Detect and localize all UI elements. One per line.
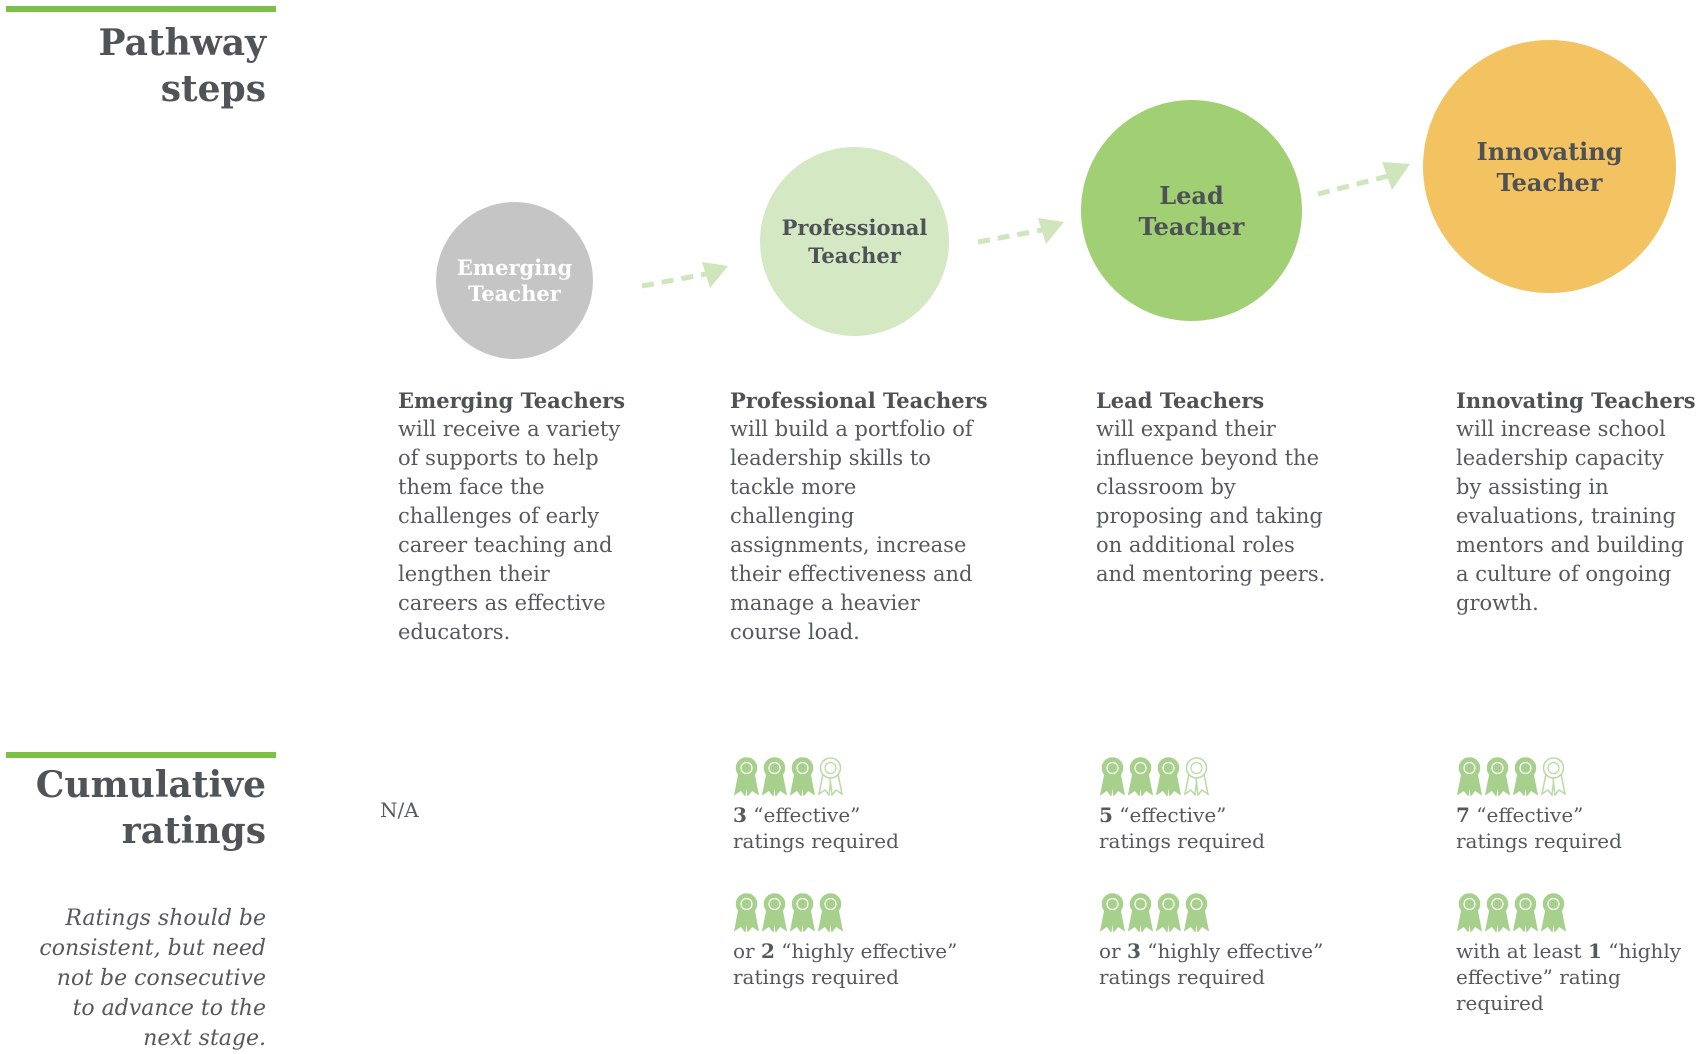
award-ribbon-icon (1127, 757, 1154, 796)
award-ribbon-icon (1183, 893, 1210, 932)
ribbon-icons (1456, 892, 1705, 932)
award-ribbon-icon (1484, 757, 1511, 796)
lead-rating-effective: 5 “effective” ratings required (1099, 756, 1265, 854)
ribbon-icons (733, 756, 899, 796)
award-ribbon-icon (761, 893, 788, 932)
ratings-rule (6, 752, 276, 758)
award-ribbon-icon (761, 757, 788, 796)
innovating-rating-effective: 7 “effective” ratings required (1456, 756, 1622, 854)
ribbon-icons (1456, 756, 1622, 796)
award-ribbon-icon (817, 893, 844, 932)
award-ribbon-icon (1512, 893, 1539, 932)
professional-teacher-circle: Professional Teacher (760, 147, 949, 336)
award-ribbon-icon (1155, 893, 1182, 932)
lead-rating-highly-effective: or 3 “highly effective” ratings required (1099, 892, 1323, 990)
award-ribbon-icon (1127, 893, 1154, 932)
professional-teachers-description: Professional Teachers will build a portf… (730, 388, 988, 644)
professional-rating-highly-effective: or 2 “highly effective” ratings required (733, 892, 957, 990)
description-title: Professional Teachers (730, 388, 988, 413)
award-ribbon-icon (733, 893, 760, 932)
arrow-icon (977, 218, 1064, 245)
arrow-icon (1317, 162, 1410, 197)
innovating-teacher-circle: Innovating Teacher (1423, 40, 1676, 293)
award-ribbon-icon (733, 757, 760, 796)
award-ribbon-icon (1099, 893, 1126, 932)
emerging-teacher-circle: Emerging Teacher (436, 202, 593, 359)
ribbon-icons (1099, 756, 1265, 796)
award-ribbon-icon (1456, 893, 1483, 932)
pathway-rule (6, 6, 276, 12)
award-ribbon-icon (789, 893, 816, 932)
emerging-teachers-description: Emerging Teachers will receive a variety… (398, 388, 626, 644)
ribbon-icons (733, 892, 957, 932)
award-ribbon-outline-icon (817, 757, 844, 796)
award-ribbon-icon (1484, 893, 1511, 932)
award-ribbon-icon (1099, 757, 1126, 796)
award-ribbon-icon (1155, 757, 1182, 796)
ratings-note: Ratings should be consistent, but need n… (39, 906, 266, 1051)
lead-teachers-description: Lead Teachers will expand their influenc… (1096, 388, 1326, 586)
professional-rating-effective: 3 “effective” ratings required (733, 756, 899, 854)
arrow-icon (641, 262, 728, 289)
award-ribbon-outline-icon (1183, 757, 1210, 796)
innovating-rating-highly-effective: with at least 1 “highly effective” ratin… (1456, 892, 1705, 1016)
innovating-teachers-description: Innovating Teachers will increase school… (1456, 388, 1696, 615)
lead-teacher-circle: Lead Teacher (1081, 100, 1302, 321)
ribbon-icons (1099, 892, 1323, 932)
cumulative-ratings-title: Cumulative ratings (35, 764, 266, 852)
award-ribbon-outline-icon (1540, 757, 1567, 796)
award-ribbon-icon (1456, 757, 1483, 796)
award-ribbon-icon (1512, 757, 1539, 796)
award-ribbon-icon (1540, 893, 1567, 932)
award-ribbon-icon (789, 757, 816, 796)
description-title: Innovating Teachers (1456, 388, 1696, 413)
description-title: Emerging Teachers (398, 388, 626, 413)
pathway-steps-title: Pathway steps (98, 22, 266, 110)
description-title: Lead Teachers (1096, 388, 1265, 413)
emerging-ratings-na: N/A (380, 798, 419, 822)
